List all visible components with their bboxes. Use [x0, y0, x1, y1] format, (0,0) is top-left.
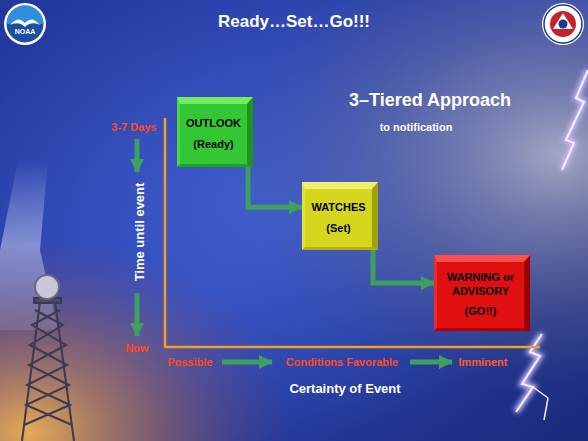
- axis-label: Imminent: [459, 356, 508, 369]
- lightning: [562, 70, 588, 170]
- noaa-logo: [7, 6, 44, 25]
- tier-name: WARNING or ADVISORY: [439, 271, 522, 299]
- tier-cue: (GO!!): [465, 305, 497, 319]
- axes: [164, 118, 167, 347]
- axis-label: Now: [125, 342, 148, 355]
- nws-logo: [544, 5, 582, 43]
- radar-tower: [22, 275, 74, 441]
- nws-logo: [542, 3, 584, 45]
- lightning: [533, 387, 548, 420]
- noaa-logo: [7, 6, 44, 43]
- flow-arrow: [248, 167, 302, 207]
- tier-box: OUTLOOK (Ready): [177, 97, 253, 167]
- logo-text: NOAA: [15, 28, 36, 36]
- axis-arrows: [135, 293, 140, 336]
- axis-label: Conditions Favorable: [286, 356, 398, 369]
- lightning: [516, 70, 588, 420]
- funnel-cloud: [0, 160, 58, 330]
- heading-text: 3–Tiered Approach: [349, 90, 511, 111]
- lightning: [516, 334, 542, 412]
- axis-title: Time until event: [133, 183, 148, 282]
- tier-box: WARNING or ADVISORY (GO!!): [434, 255, 530, 331]
- noaa-logo: [4, 3, 46, 45]
- nws-logo: [553, 13, 573, 29]
- tier-box: WATCHES (Set): [302, 182, 378, 250]
- subheading-text: to notification: [380, 121, 453, 134]
- tier-name: WATCHES: [311, 201, 365, 215]
- axis-label: 3-7 Days: [111, 121, 156, 134]
- nws-logo: [550, 11, 576, 37]
- axis-title: Certainty of Event: [289, 382, 400, 397]
- axis-arrows: [410, 360, 452, 365]
- noaa-logo: [10, 19, 40, 27]
- title-text: Ready…Set…Go!!!: [0, 12, 588, 32]
- tier-name: OUTLOOK: [186, 117, 241, 131]
- radar-tower: [35, 275, 59, 299]
- noaa-logo: [4, 3, 46, 45]
- radar-tower: [26, 310, 72, 425]
- lightning: [562, 70, 588, 170]
- axis-label: Possible: [167, 356, 212, 369]
- nws-logo: [559, 20, 568, 29]
- axis-arrows: [135, 139, 140, 172]
- axis-arrows: [222, 360, 272, 365]
- flow-arrow: [373, 250, 434, 283]
- axes: [164, 346, 540, 349]
- axis-arrows: [137, 139, 452, 362]
- tier-cue: (Set): [326, 222, 350, 236]
- lightning: [516, 334, 542, 412]
- tier-cue: (Ready): [193, 138, 233, 152]
- nws-logo: [542, 3, 584, 45]
